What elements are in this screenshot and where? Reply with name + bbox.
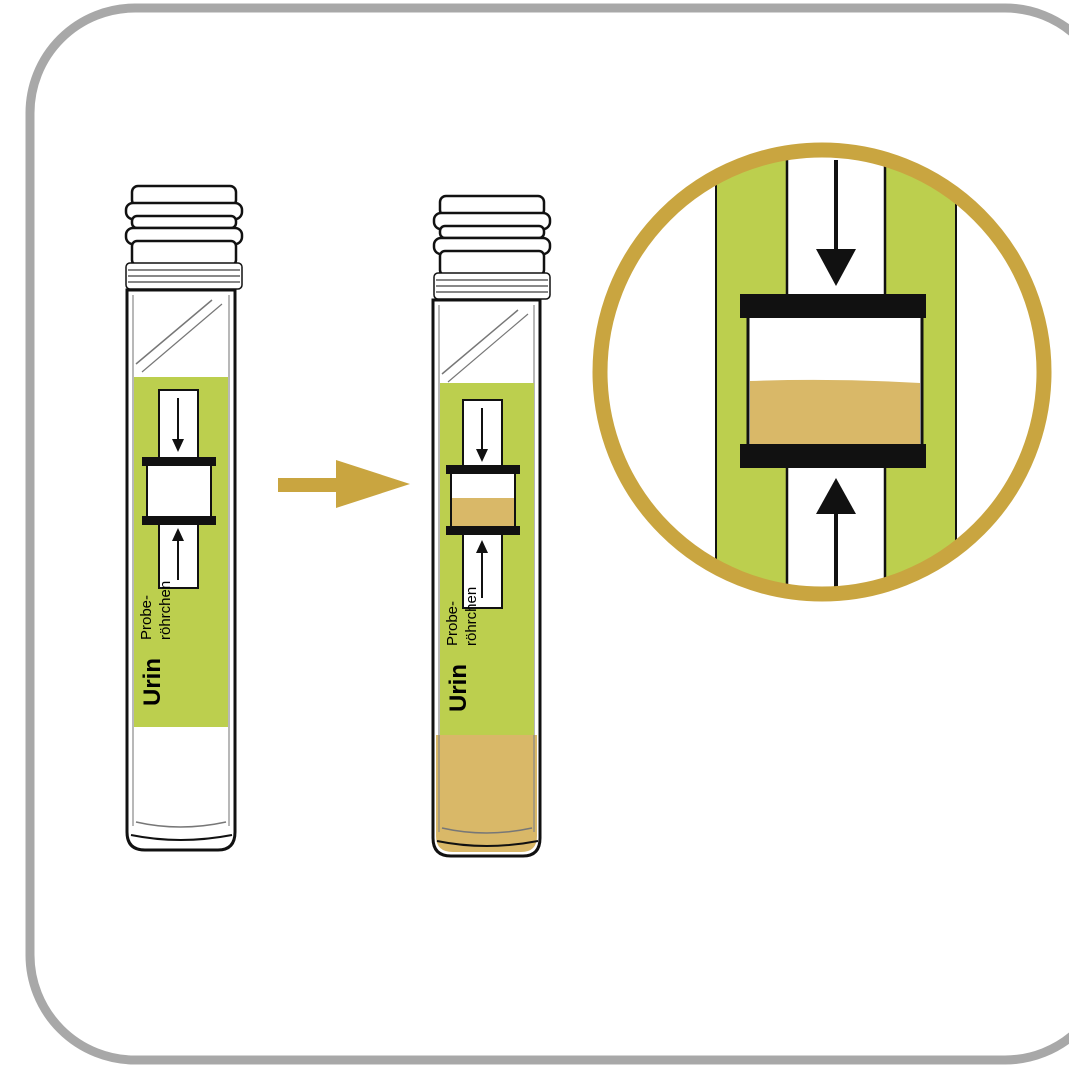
label-subtitle-line1: Probe- [444,601,461,646]
arrow-up-icon [172,528,184,580]
urine-fill [436,735,537,852]
tube-cap [432,194,552,300]
arrow-right-icon [278,460,410,508]
fill-window-urine-level [452,498,514,529]
arrow-down-icon [172,398,184,452]
sample-tube-filled: Urin Probe- röhrchen [431,194,552,858]
zoom-detail-circle [592,142,1052,602]
sample-tube-empty: Urin Probe- röhrchen [124,184,244,852]
label-subtitle-line2: röhrchen [463,587,480,646]
zoom-ring [592,142,1052,602]
zoom-urine-level [750,379,920,450]
arrow-down-icon [816,160,856,286]
tube-label-text: Urin Probe- röhrchen [138,581,174,706]
arrow-up-icon [476,540,488,598]
tube-label-text: Urin Probe- röhrchen [444,587,480,712]
label-subtitle-line1: Probe- [138,595,155,640]
arrow-down-icon [476,408,488,462]
arrow-up-icon [816,478,856,594]
label-subtitle-line2: röhrchen [157,581,174,640]
label-title: Urin [139,658,166,706]
label-title: Urin [445,664,472,712]
fill-window [146,459,212,521]
tube-cap [124,184,244,290]
